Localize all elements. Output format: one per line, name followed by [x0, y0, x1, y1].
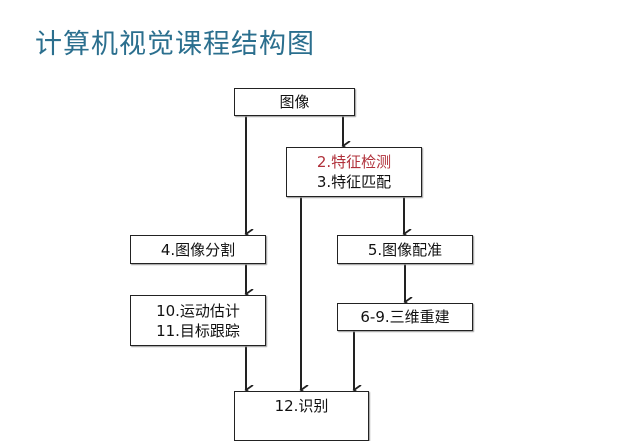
node-label-motion-estimation: 10.运动估计 [156, 301, 240, 320]
node-label-feature-matching: 3.特征匹配 [316, 173, 392, 191]
node-feature: 2.特征检测 3.特征匹配 [286, 147, 422, 197]
node-label: 6-9.三维重建 [360, 308, 450, 326]
node-reconstruction: 6-9.三维重建 [337, 303, 473, 331]
node-label-recognition: 12.识别 [274, 397, 329, 415]
node-segmentation: 4.图像分割 [130, 235, 266, 264]
node-label: 5.图像配准 [367, 240, 443, 259]
node-label-feature-detection: 2.特征检测 [316, 153, 392, 171]
node-image: 图像 [234, 88, 355, 116]
node-label: 图像 [279, 93, 310, 111]
node-recognition: 12.识别 [234, 391, 369, 441]
page-title: 计算机视觉课程结构图 [35, 29, 315, 60]
node-label: 4.图像分割 [160, 240, 236, 259]
node-registration: 5.图像配准 [337, 235, 473, 264]
connector-arrows [0, 115, 632, 421]
node-label-object-tracking: 11.目标跟踪 [156, 321, 240, 340]
node-motion-tracking: 10.运动估计 11.目标跟踪 [130, 295, 266, 346]
